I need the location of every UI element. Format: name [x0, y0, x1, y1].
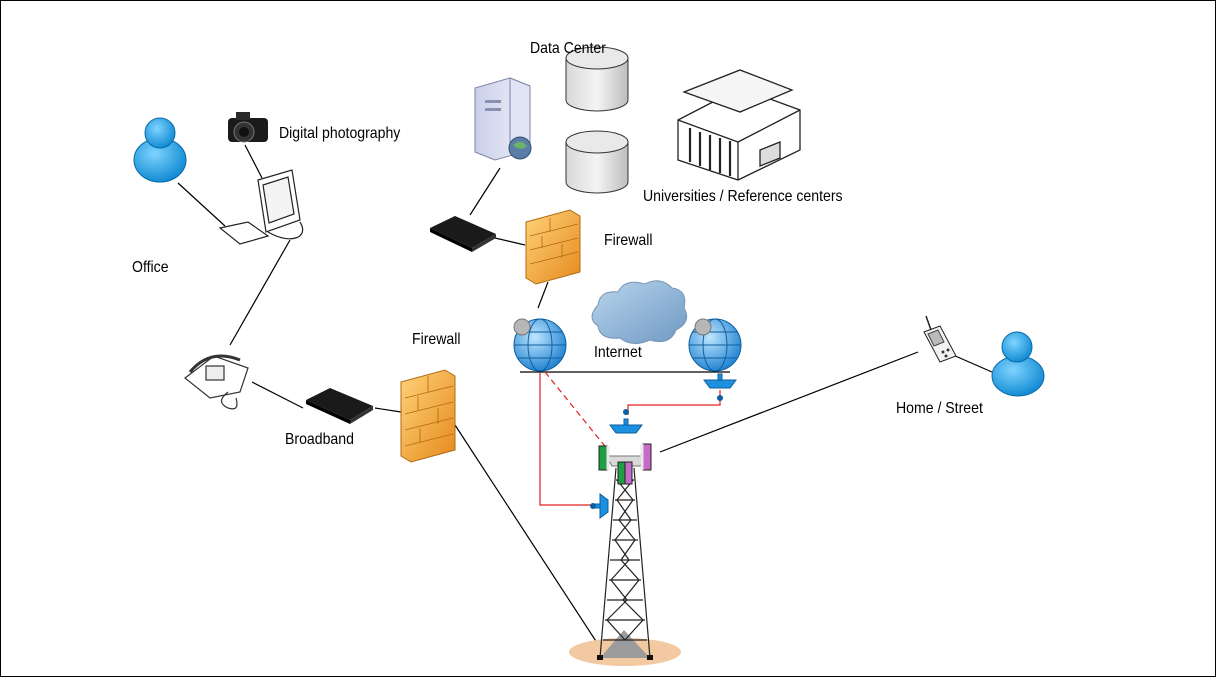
building-icon	[677, 69, 801, 181]
label-digital-photography: Digital photography	[279, 125, 401, 142]
cloud-icon	[591, 280, 688, 344]
antenna-icon	[609, 409, 643, 434]
database-icon	[565, 46, 629, 112]
link-server-router	[469, 167, 501, 216]
wireless-links	[539, 371, 721, 506]
wireless-dashed-link	[544, 371, 609, 451]
antenna-icon	[703, 373, 737, 401]
link-phone-router	[251, 381, 304, 409]
label-internet: Internet	[594, 344, 642, 361]
label-firewall-left: Firewall	[412, 331, 461, 348]
label-broadband: Broadband	[285, 431, 354, 448]
wireless-link-left	[539, 372, 597, 506]
label-office: Office	[132, 259, 169, 276]
router-icon	[430, 216, 496, 252]
firewall-icon	[525, 209, 581, 285]
cell-tower-icon	[569, 443, 681, 666]
label-firewall-top: Firewall	[604, 232, 653, 249]
link-firewall-globe	[537, 281, 549, 309]
connection-lines	[177, 144, 993, 656]
globe-icon	[513, 318, 567, 372]
server-icon	[474, 77, 532, 161]
label-home-street: Home / Street	[896, 400, 983, 417]
computer-icon	[218, 169, 304, 245]
link-monitor-camera	[244, 144, 263, 179]
link-router-firewall	[374, 407, 402, 413]
phone-icon	[184, 354, 249, 410]
link-router-firewall-top	[494, 237, 526, 246]
wireless-link-right	[627, 390, 721, 415]
router-icon	[306, 388, 373, 424]
link-firewall-tower	[454, 424, 606, 656]
mobile-phone-icon	[923, 315, 957, 363]
link-computer-phone	[229, 239, 291, 346]
link-tower-mobile	[659, 351, 919, 453]
antenna-icon	[590, 493, 609, 519]
label-universities: Universities / Reference centers	[643, 188, 843, 205]
user-icon	[991, 331, 1045, 397]
globe-icon	[688, 318, 742, 372]
link-user-keyboard	[177, 182, 226, 227]
user-icon	[133, 117, 187, 183]
camera-icon	[228, 112, 268, 143]
database-icon	[565, 130, 629, 194]
firewall-icon	[400, 369, 456, 463]
label-data-center: Data Center	[530, 40, 606, 57]
link-mobile-user	[952, 354, 993, 373]
